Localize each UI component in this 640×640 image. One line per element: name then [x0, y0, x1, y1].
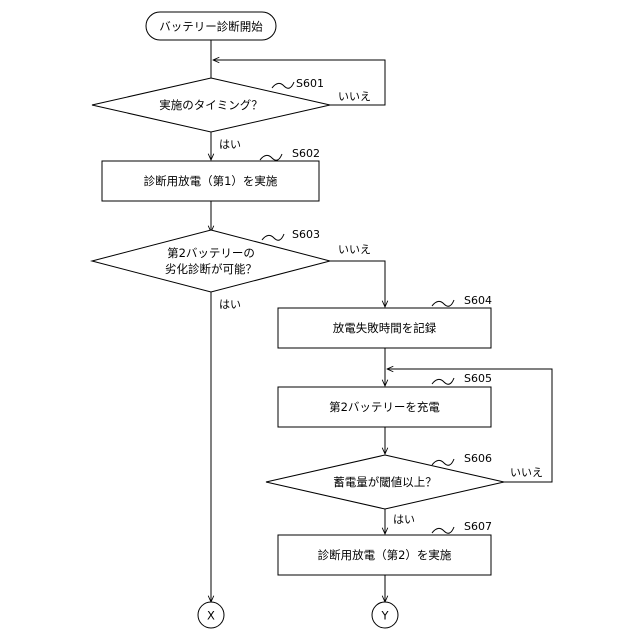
process-s602: 診断用放電（第1）を実施	[102, 161, 319, 201]
label-s601-yes: はい	[219, 138, 241, 151]
s603-text-line1: 第2バッテリーの	[167, 246, 255, 260]
label-s606-yes: はい	[393, 513, 415, 526]
connector-x: X	[198, 602, 224, 628]
s603-text-line2: 劣化診断が可能？	[165, 262, 257, 276]
s602-text: 診断用放電（第1）を実施	[144, 174, 278, 188]
s605-text: 第2バッテリーを充電	[329, 400, 440, 414]
s601-text: 実施のタイミング？	[159, 98, 263, 112]
s604-squiggle	[432, 300, 454, 306]
process-s607: 診断用放電（第2）を実施	[278, 535, 491, 575]
s604-text: 放電失敗時間を記録	[333, 321, 437, 335]
s603-squiggle	[262, 234, 284, 240]
step-s606: S606	[464, 452, 492, 465]
connector-y: Y	[372, 602, 398, 628]
process-s604: 放電失敗時間を記録	[278, 308, 491, 348]
start-terminator: バッテリー診断開始	[146, 12, 276, 40]
label-s603-yes: はい	[219, 298, 241, 311]
connector-y-label: Y	[380, 609, 389, 623]
s606-squiggle	[432, 459, 454, 465]
label-s601-no: いいえ	[338, 90, 371, 103]
step-s603: S603	[292, 228, 320, 241]
s607-squiggle	[432, 527, 454, 533]
step-s602: S602	[292, 147, 320, 160]
s607-text: 診断用放電（第2）を実施	[318, 548, 452, 562]
label-s603-no: いいえ	[338, 243, 371, 256]
s606-text: 蓄電量が閾値以上？	[333, 475, 437, 489]
s601-squiggle	[272, 82, 294, 88]
start-label: バッテリー診断開始	[159, 20, 263, 34]
decision-s601: 実施のタイミング？	[92, 78, 330, 132]
step-s605: S605	[464, 372, 492, 385]
s602-squiggle	[260, 154, 282, 160]
step-s607: S607	[464, 520, 492, 533]
label-s606-no: いいえ	[510, 466, 543, 479]
process-s605: 第2バッテリーを充電	[278, 387, 491, 427]
s605-squiggle	[432, 378, 454, 384]
step-s604: S604	[464, 294, 492, 307]
step-s601: S601	[296, 77, 324, 90]
connector-x-label: X	[207, 609, 215, 623]
edge-s603-no	[330, 261, 385, 307]
